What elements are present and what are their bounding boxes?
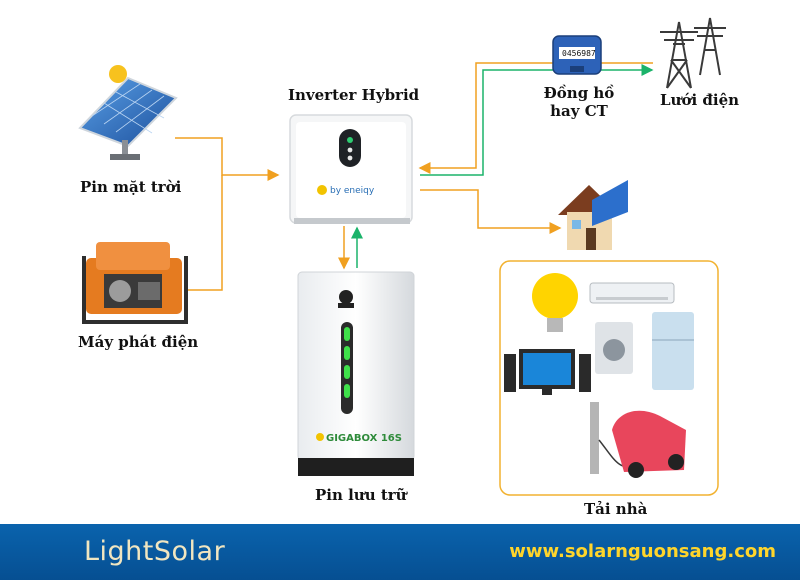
loads-label: Tải nhà [584,500,648,518]
inverter-label: Inverter Hybrid [288,86,420,104]
brand-name: LightSolar [84,536,226,567]
television-icon [504,349,591,395]
house-icon [558,180,628,250]
generator-icon [82,242,188,324]
air-conditioner-icon [589,282,675,304]
inverter-brand-text: by eneiqy [330,186,375,196]
website-link[interactable]: www.solarnguonsang.com [509,541,776,562]
battery-icon [297,271,415,476]
energy-meter-icon [552,35,602,75]
battery-label: Pin lưu trữ [315,486,407,504]
battery-model-text: GIGABOX 16S [326,433,402,444]
solar-panel-icon [78,65,178,160]
generator-label: Máy phát điện [78,333,199,351]
meter-reading-text: 0456987 [562,49,596,58]
inverter-icon [289,114,413,224]
light-bulb-icon [532,273,578,332]
inverter-to-house-line [420,189,562,234]
power-tower-icon [660,17,726,89]
solar-to-inverter-line [175,137,280,181]
meter-label: Đồng hồ hay CT [543,84,615,120]
generator-to-inverter-line [185,175,223,291]
grid-label: Lưới điện [660,91,740,109]
washing-machine-icon [595,322,633,374]
footer-bar [0,524,800,580]
solar-label: Pin mặt trời [80,178,182,196]
electric-car-icon [612,410,686,478]
refrigerator-icon [652,312,694,390]
